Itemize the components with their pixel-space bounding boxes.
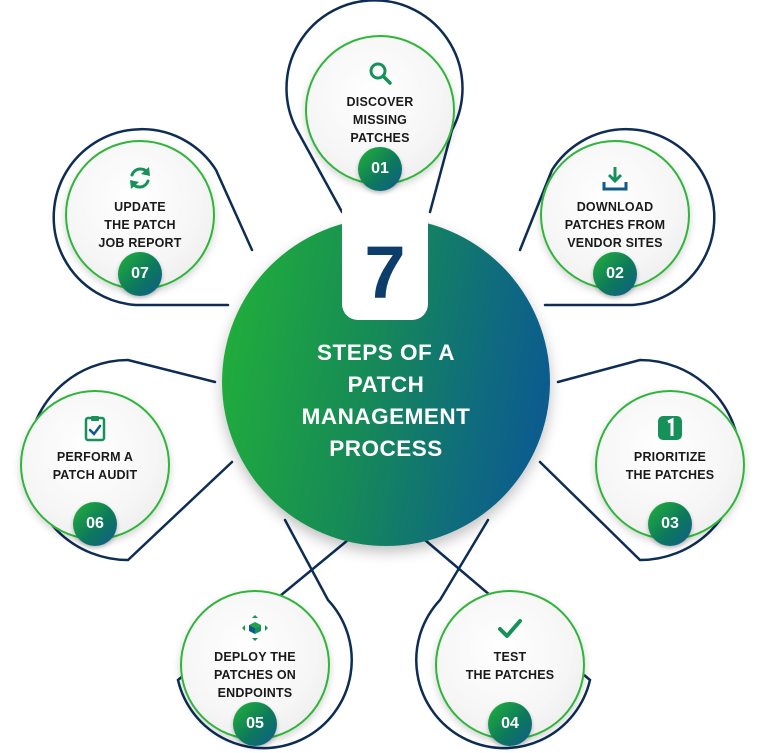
- step-number: 05: [233, 702, 277, 746]
- magnifier-icon: [369, 62, 392, 85]
- step-label: PERFORM A PATCH AUDIT: [52, 450, 138, 482]
- step-number: 03: [648, 502, 692, 546]
- step-02: DOWNLOAD PATCHES FROM VENDOR SITES 02: [540, 140, 690, 296]
- step-label: PRIORITIZE THE PATCHES: [625, 450, 715, 482]
- step-07: UPDATE THE PATCH JOB REPORT 07: [65, 140, 215, 296]
- step-label: DOWNLOAD PATCHES FROM VENDOR SITES: [564, 200, 666, 250]
- step-label: UPDATE THE PATCH JOB REPORT: [98, 200, 182, 250]
- step-01: DISCOVER MISSING PATCHES 01: [305, 35, 455, 191]
- step-label: DISCOVER MISSING PATCHES: [346, 95, 414, 145]
- center-number: 7: [364, 231, 406, 314]
- center-number-tab: [342, 208, 428, 320]
- step-04: TEST THE PATCHES 04: [435, 590, 585, 746]
- checkmark-icon: [498, 619, 522, 638]
- step-number: 06: [73, 502, 117, 546]
- step-06: PERFORM A PATCH AUDIT 06: [20, 390, 170, 546]
- step-label: DEPLOY THE PATCHES ON ENDPOINTS: [213, 650, 297, 700]
- step-05: DEPLOY THE PATCHES ON ENDPOINTS 05: [180, 590, 330, 746]
- step-number: 02: [593, 252, 637, 296]
- step-number: 01: [358, 147, 402, 191]
- clipboard-check-icon: [84, 416, 106, 442]
- deploy-box-icon: [242, 615, 268, 641]
- priority-one-icon: [658, 416, 682, 440]
- step-number: 04: [488, 702, 532, 746]
- download-icon: [602, 167, 628, 191]
- step-03: PRIORITIZE THE PATCHES 03: [595, 390, 745, 546]
- step-label: TEST THE PATCHES: [465, 650, 555, 682]
- refresh-icon: [130, 167, 150, 189]
- center-title: STEPS OF A PATCH MANAGEMENT PROCESS: [301, 340, 471, 461]
- step-number: 07: [118, 252, 162, 296]
